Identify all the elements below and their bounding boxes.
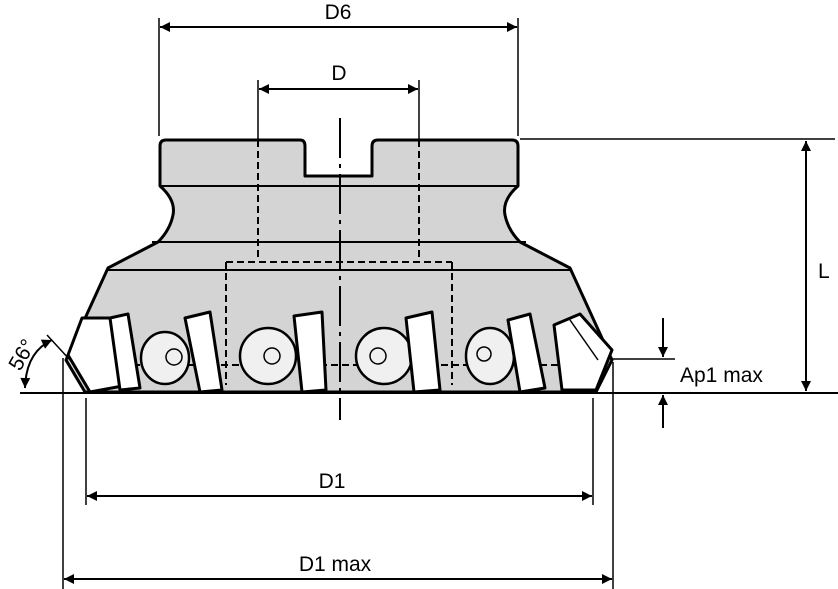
dimension-d1: D1 bbox=[85, 398, 594, 505]
ap1max-label: Ap1 max bbox=[680, 364, 763, 387]
dimension-d: D bbox=[257, 62, 420, 140]
dimension-d1max: D1 max bbox=[62, 358, 614, 589]
d6-label: D6 bbox=[325, 1, 352, 24]
inserts bbox=[66, 310, 614, 394]
d1-label: D1 bbox=[319, 470, 346, 493]
dimension-d6: D6 bbox=[158, 1, 519, 136]
d-label: D bbox=[331, 62, 346, 85]
dimension-ap1max: Ap1 max bbox=[612, 318, 763, 428]
angle-label: 56° bbox=[4, 335, 40, 374]
dimension-angle: 56° bbox=[4, 334, 71, 389]
dimension-l: L bbox=[520, 138, 835, 391]
d1max-label: D1 max bbox=[299, 553, 372, 576]
l-label: L bbox=[818, 260, 830, 283]
